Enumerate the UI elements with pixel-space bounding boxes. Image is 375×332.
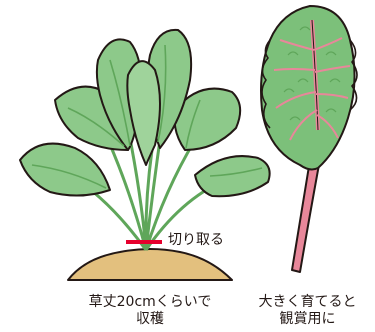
left-caption: 草丈20cmくらいで 収穫	[70, 294, 230, 328]
left-caption-line1: 草丈20cmくらいで	[88, 294, 212, 310]
right-caption-line2: 観賞用に	[279, 311, 336, 327]
swiss-chard-icon	[260, 5, 358, 273]
soil-mound	[67, 248, 233, 281]
right-caption: 大きく育てると 観賞用に	[240, 294, 375, 328]
right-caption-line1: 大きく育てると	[258, 294, 357, 310]
left-caption-line2: 収穫	[136, 311, 164, 327]
cut-label: 切り取る	[168, 232, 224, 248]
leafy-plant-icon	[19, 28, 271, 251]
